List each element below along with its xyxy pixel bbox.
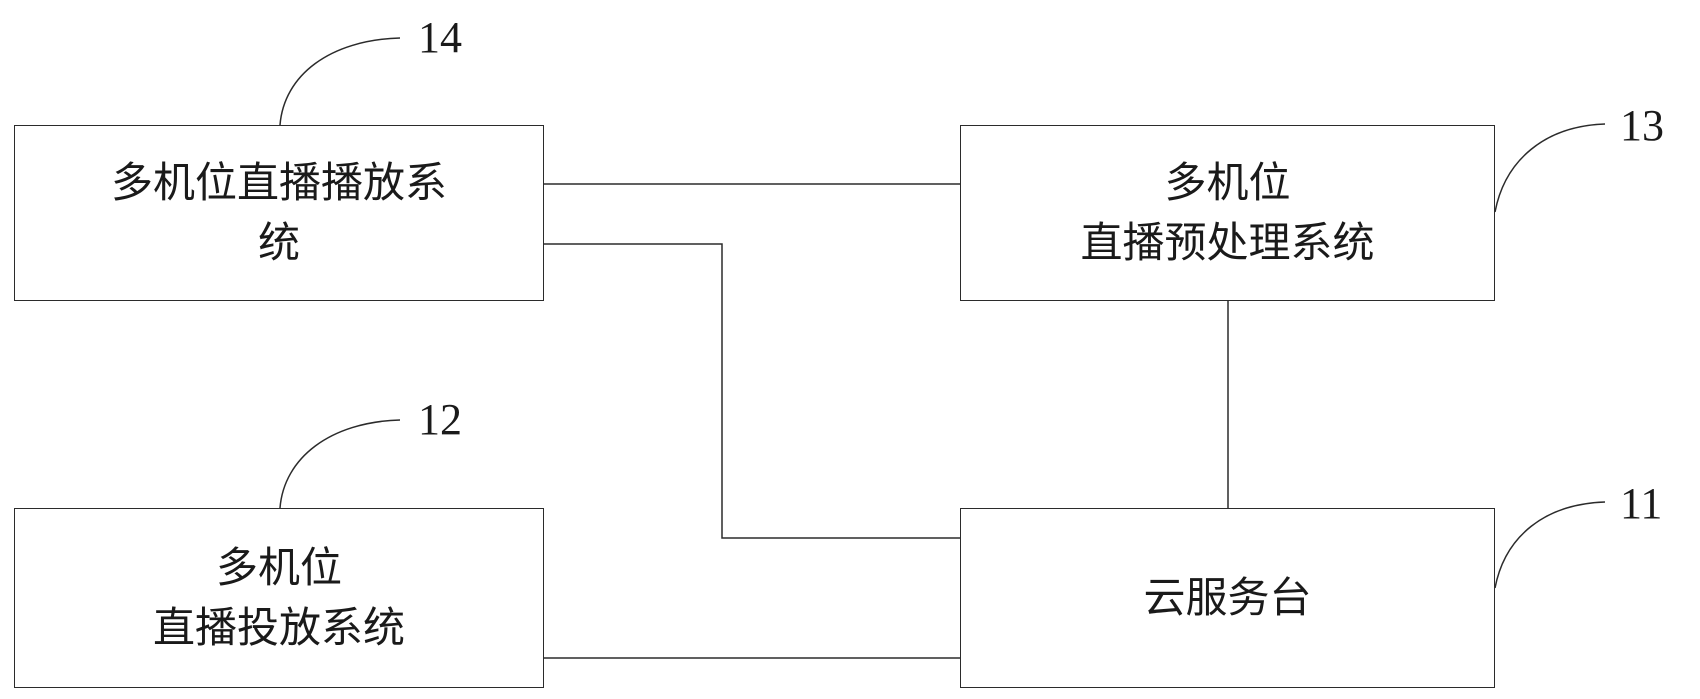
playback-system-label-line-1: 多机位直播播放系: [110, 158, 447, 207]
delivery-system-box: 多机位 直播投放系统: [14, 508, 544, 688]
leader-line-13: [1494, 123, 1606, 213]
delivery-system-label-line-1: 多机位: [215, 543, 342, 592]
ref-number-11: 11: [1620, 479, 1663, 528]
ref-number-13: 13: [1620, 101, 1664, 150]
delivery-system-label-line-2: 直播投放系统: [152, 603, 405, 652]
playback-system-box: 多机位直播播放系 统: [14, 125, 544, 301]
link-playback-to-cloud: [544, 243, 960, 539]
cloud-service-label: 云服务台: [1143, 573, 1312, 622]
playback-system-label-line-2: 统: [257, 218, 300, 267]
ref-number-12: 12: [418, 395, 462, 444]
ref-number-14: 14: [418, 13, 462, 62]
preprocess-system-label-line-1: 多机位: [1164, 158, 1291, 207]
leader-line-11: [1494, 501, 1606, 589]
preprocess-system-label-line-2: 直播预处理系统: [1080, 218, 1375, 267]
cloud-service-box: 云服务台: [960, 508, 1495, 688]
leader-line-12: [279, 419, 401, 509]
preprocess-system-box: 多机位 直播预处理系统: [960, 125, 1495, 301]
leader-line-14: [279, 37, 401, 126]
